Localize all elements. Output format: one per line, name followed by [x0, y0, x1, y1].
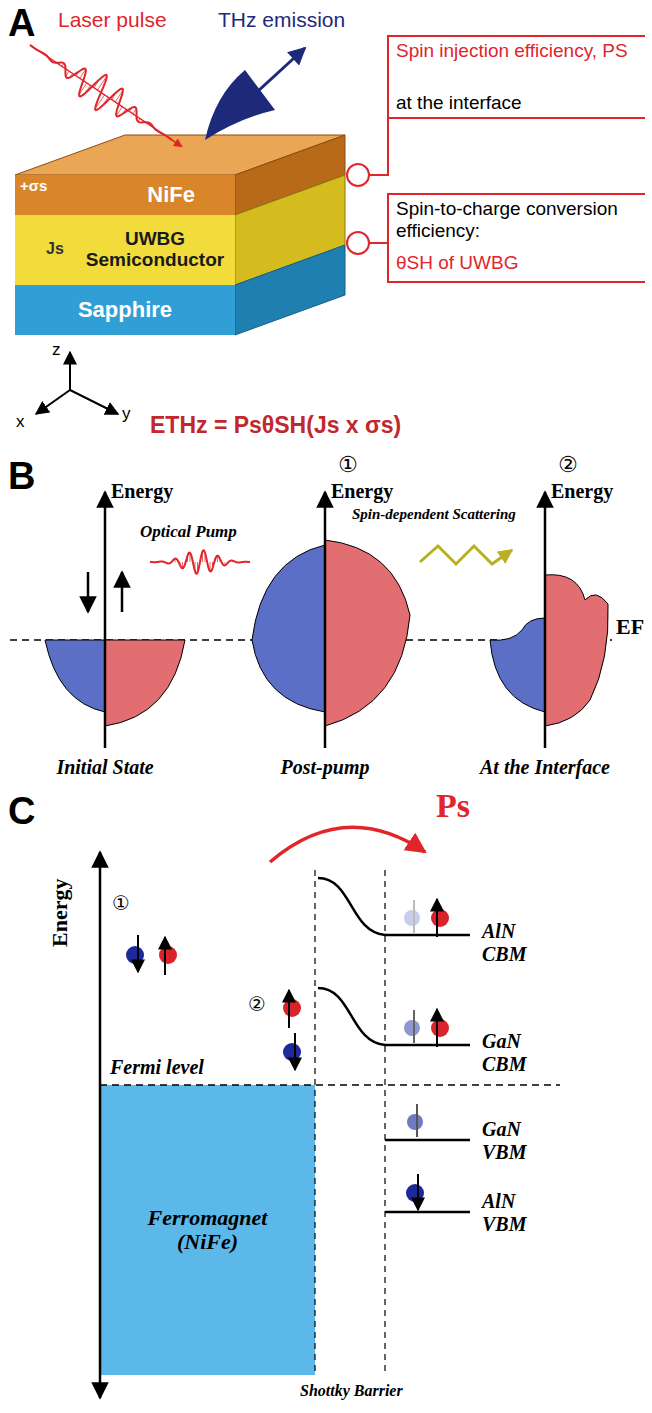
pump-label: Optical Pump: [140, 522, 237, 542]
layer-label: UWBG Semiconductor: [81, 229, 229, 271]
coordinate-axes: [36, 352, 118, 414]
layer-label: Sapphire: [78, 298, 172, 322]
electrons: [126, 899, 449, 1210]
state-label: At the Interface: [460, 756, 630, 779]
spin-current-label: Js: [46, 240, 64, 258]
layer-box: NiFe: [15, 175, 235, 215]
band-label: GaN CBM: [482, 1030, 552, 1076]
axis-label: z: [52, 340, 61, 360]
thz-emission: [205, 48, 305, 140]
spin-injection-label: Spin injection efficiency, PS: [396, 40, 636, 62]
theta-label: θSH of UWBG: [396, 252, 636, 274]
axis-label: y: [122, 404, 131, 424]
layer-label: Ferromagnet (NiFe): [140, 1206, 275, 1254]
panel-letter: B: [8, 455, 35, 499]
interface-label: at the interface: [396, 92, 636, 114]
callout-number: ①: [112, 892, 130, 915]
axis-label: Energy: [111, 480, 173, 503]
band-diagram: [100, 827, 560, 1398]
formula: ETHz = PsθSH(Js x σs): [150, 412, 401, 438]
thz-label: THz emission: [218, 8, 345, 32]
panel-letter: A: [8, 2, 35, 46]
state-label: Initial State: [20, 756, 190, 779]
spin-polarization-label: +σs: [20, 177, 47, 194]
axis-label: Energy: [47, 863, 72, 963]
layer-label: NiFe: [147, 183, 195, 207]
layer-stack: [15, 135, 345, 335]
dos-plots: [10, 492, 612, 748]
axis-label: Energy: [551, 480, 613, 503]
spin-injection-symbol: Ps: [436, 786, 470, 825]
callout-number: ①: [338, 452, 358, 477]
fermi-level-label: Fermi level: [110, 1056, 204, 1079]
band-label: GaN VBM: [482, 1118, 552, 1164]
layer-box: Sapphire: [15, 285, 235, 335]
band-label: AlN CBM: [482, 920, 552, 966]
callout-number: ②: [248, 993, 266, 1016]
axis-label: Energy: [331, 480, 393, 503]
band-label: AlN VBM: [482, 1190, 552, 1236]
laser-pulse: [30, 45, 182, 147]
callout-lines: [347, 36, 645, 282]
laser-label: Laser pulse: [58, 8, 167, 32]
fermi-energy-label: EF: [616, 614, 644, 639]
axis-label: x: [16, 412, 25, 432]
state-label: Post-pump: [240, 756, 410, 779]
optical-pump-pulse: [150, 550, 250, 573]
panel-letter: C: [8, 790, 35, 834]
barrier-label: Shottky Barrier: [300, 1382, 403, 1400]
callout-number: ②: [558, 452, 578, 477]
scattering-label: Spin-dependent Scattering: [352, 506, 516, 523]
conversion-label: Spin-to-charge conversion efficiency:: [396, 198, 636, 242]
ferromagnet-block: Ferromagnet (NiFe): [100, 1085, 315, 1375]
